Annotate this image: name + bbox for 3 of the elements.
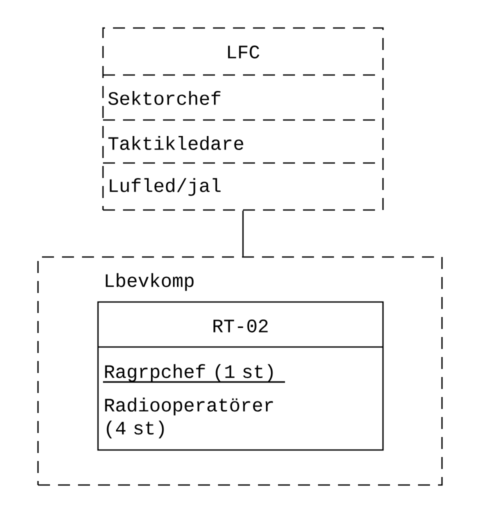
connector-line [242, 210, 244, 256]
group-box: LFC Sektorchef Taktikledare Lufled/jal [102, 27, 384, 211]
unit-box: RT-02 Ragrpchef (1 st) Radiooperatörer (4 st) [97, 301, 384, 451]
